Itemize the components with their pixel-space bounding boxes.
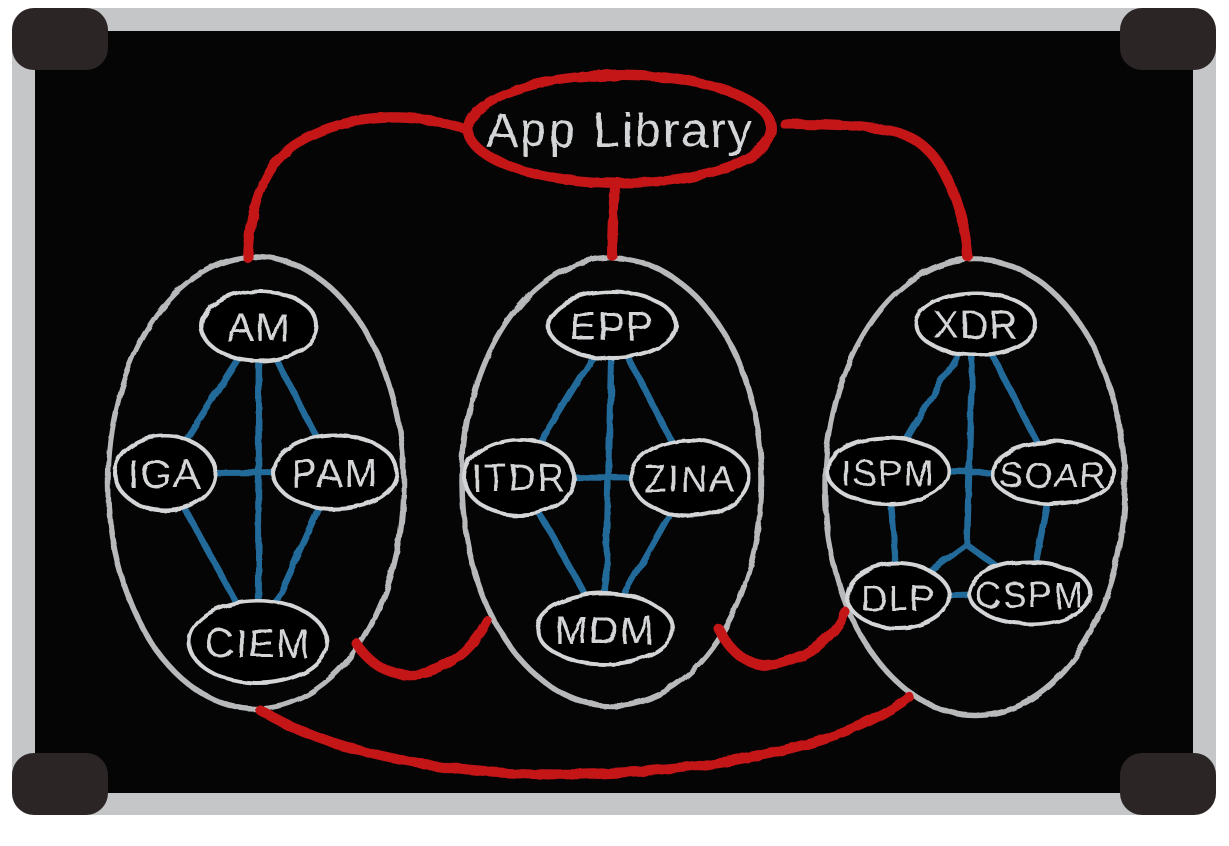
- red-link-library-left: [243, 112, 473, 263]
- node-xdr: [914, 291, 1038, 357]
- title-ellipse: [463, 70, 777, 188]
- node-dlp: [845, 562, 951, 630]
- node-pam: [271, 433, 399, 511]
- node-label-pam: PAM: [291, 452, 379, 496]
- red-arc-left-middle: [352, 616, 492, 680]
- title-label: App Library: [486, 105, 753, 158]
- node-ciem: [187, 599, 329, 685]
- node-label-am: AM: [228, 306, 291, 350]
- cluster-ellipse-right: [822, 256, 1128, 718]
- node-cspm: [967, 560, 1093, 626]
- node-iga: [113, 434, 217, 512]
- corner-cap-top-right: [1120, 8, 1216, 70]
- node-label-soar: SOAR: [999, 455, 1107, 496]
- node-mdm: [535, 592, 675, 666]
- red-arc-middle-right: [714, 607, 850, 671]
- edge-am-ciem: [254, 322, 263, 646]
- node-label-cspm: CSPM: [975, 575, 1085, 616]
- node-soar: [990, 440, 1116, 506]
- node-label-epp: EPP: [570, 305, 655, 349]
- node-label-zina: ZINA: [644, 459, 737, 501]
- node-label-xdr: XDR: [934, 305, 1019, 347]
- node-am: [199, 289, 319, 363]
- node-label-ispm: ISPM: [841, 453, 935, 494]
- node-epp: [546, 290, 678, 360]
- node-label-mdm: MDM: [555, 609, 655, 653]
- edge-xdr-stem: [963, 326, 977, 549]
- node-itdr: [462, 437, 576, 517]
- corner-cap-bottom-left: [12, 753, 108, 815]
- node-label-itdr: ITDR: [472, 458, 567, 500]
- red-link-library-middle: [607, 183, 620, 261]
- red-link-library-right: [780, 119, 973, 262]
- corner-cap-top-left: [12, 8, 108, 70]
- node-ispm: [825, 436, 951, 506]
- node-label-ciem: CIEM: [205, 622, 311, 666]
- node-label-iga: IGA: [128, 453, 201, 497]
- corner-cap-bottom-right: [1120, 753, 1216, 815]
- node-label-dlp: DLP: [861, 578, 936, 619]
- red-arc-left-right: [255, 692, 914, 780]
- node-zina: [629, 438, 751, 518]
